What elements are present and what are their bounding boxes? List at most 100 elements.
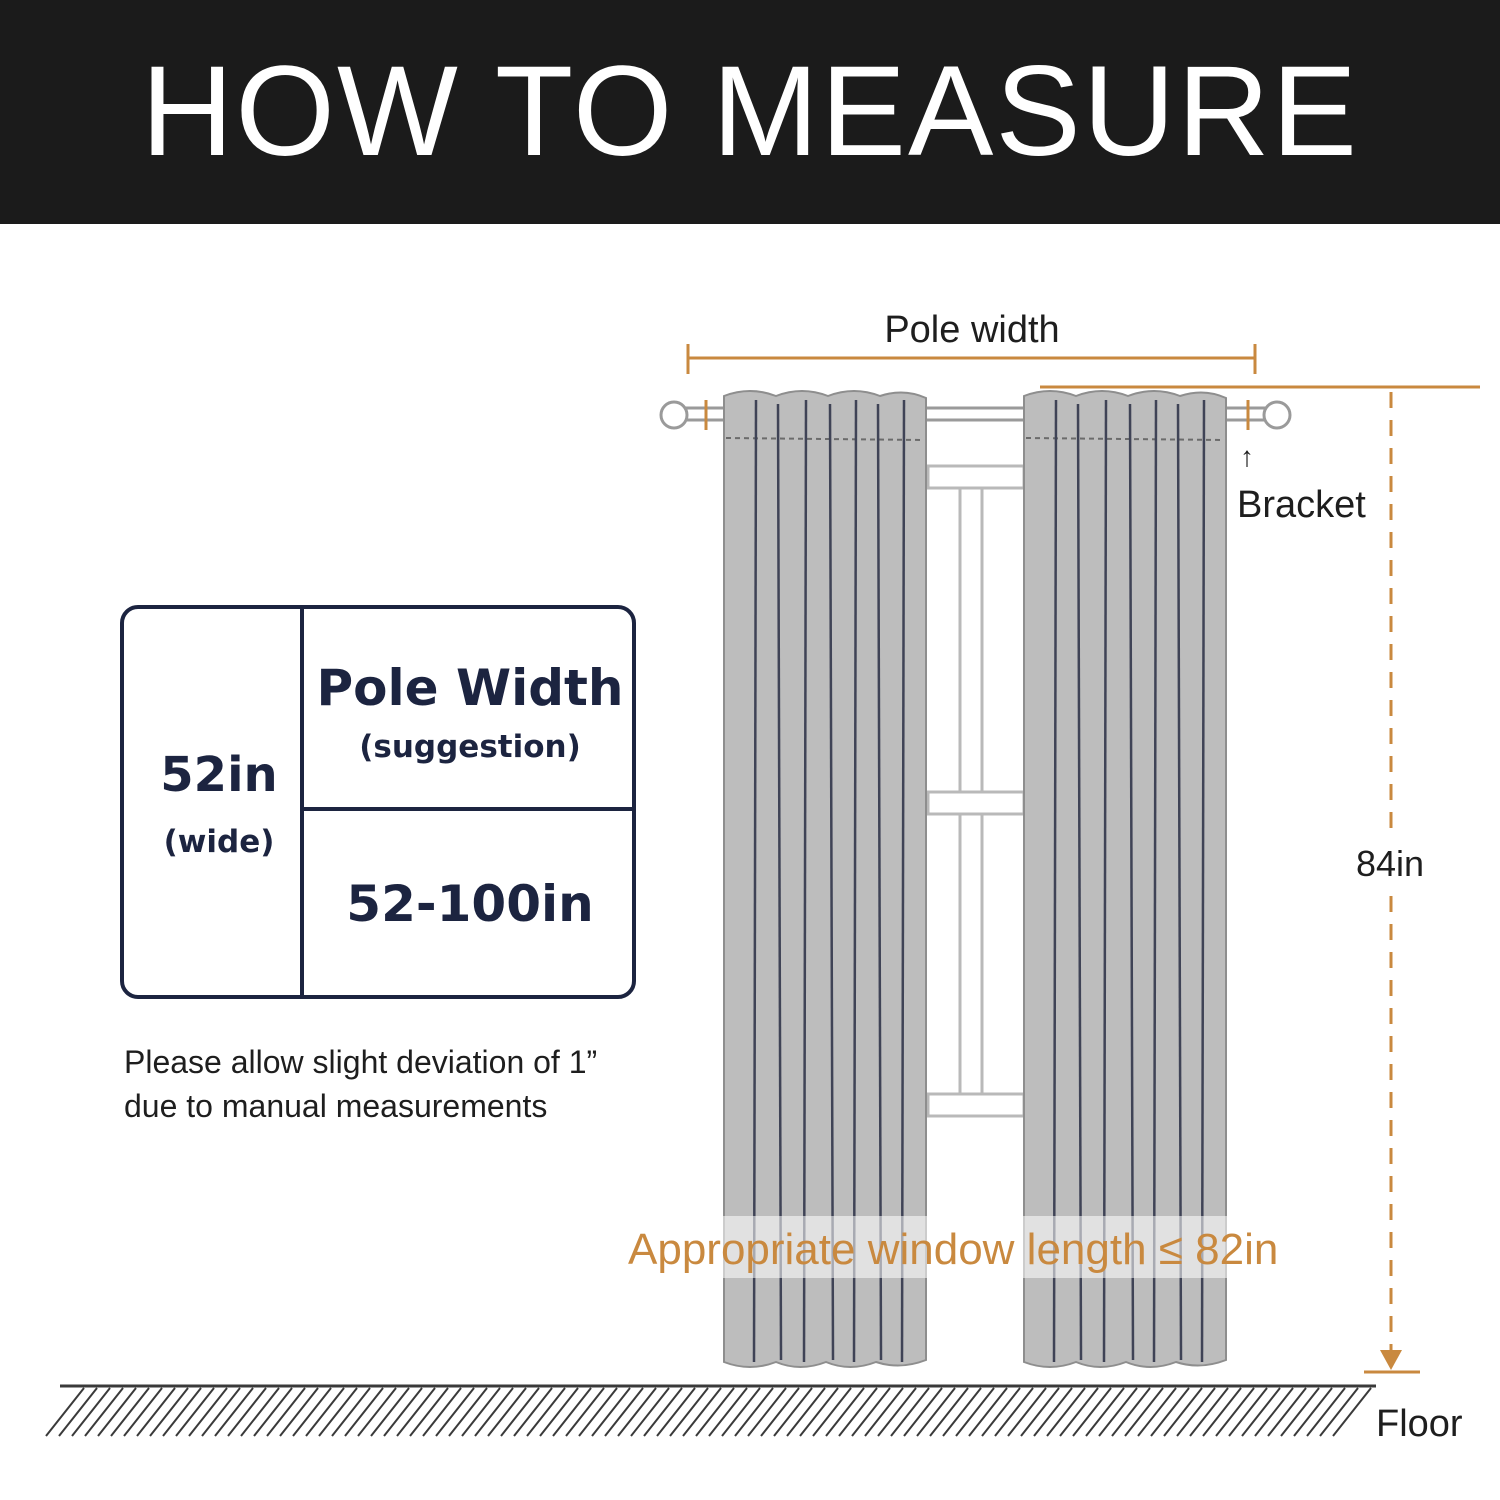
floor-hatch-stroke bbox=[565, 1387, 605, 1437]
floor-hatch-stroke bbox=[422, 1387, 462, 1437]
curtain-width-value: 52in bbox=[160, 747, 278, 803]
header-banner: HOW TO MEASURE bbox=[0, 0, 1500, 224]
floor-hatch-stroke bbox=[1150, 1387, 1190, 1437]
floor-hatch-stroke bbox=[617, 1387, 657, 1437]
floor-hatch-stroke bbox=[1215, 1387, 1255, 1437]
floor-hatch-stroke bbox=[526, 1387, 566, 1437]
floor-hatch-stroke bbox=[1176, 1387, 1216, 1437]
floor-hatch-stroke bbox=[513, 1387, 553, 1437]
floor-hatch-stroke bbox=[630, 1387, 670, 1437]
floor-hatch-stroke bbox=[84, 1387, 124, 1437]
floor-hatch-stroke bbox=[448, 1387, 488, 1437]
floor-hatch-stroke bbox=[1293, 1387, 1333, 1437]
floor-hatch-stroke bbox=[344, 1387, 384, 1437]
floor-hatch-stroke bbox=[214, 1387, 254, 1437]
floor-hatch-stroke bbox=[708, 1387, 748, 1437]
floor-hatch-stroke bbox=[539, 1387, 579, 1437]
floor-hatch-stroke bbox=[604, 1387, 644, 1437]
floor-hatch-stroke bbox=[669, 1387, 709, 1437]
floor-hatch-stroke bbox=[1280, 1387, 1320, 1437]
floor-hatch-stroke bbox=[1267, 1387, 1307, 1437]
floor-hatch-stroke bbox=[97, 1387, 137, 1437]
floor-hatch-stroke bbox=[1163, 1387, 1203, 1437]
floor-hatch-stroke bbox=[396, 1387, 436, 1437]
floor-hatch-stroke bbox=[1306, 1387, 1346, 1437]
floor-hatch-stroke bbox=[760, 1387, 800, 1437]
floor-hatch-stroke bbox=[136, 1387, 176, 1437]
floor-hatch-stroke bbox=[695, 1387, 735, 1437]
floor-hatch-stroke bbox=[487, 1387, 527, 1437]
window-length-label: Appropriate window length ≤ 82in bbox=[628, 1225, 1278, 1274]
spec-divider-horizontal bbox=[300, 807, 632, 811]
floor-hatch-stroke bbox=[71, 1387, 111, 1437]
spec-divider-vertical bbox=[300, 609, 304, 995]
floor-hatch-stroke bbox=[240, 1387, 280, 1437]
floor-hatch-stroke bbox=[1241, 1387, 1281, 1437]
deviation-note-line-2: due to manual measurements bbox=[124, 1088, 548, 1124]
floor-hatch-stroke bbox=[1098, 1387, 1138, 1437]
deviation-note: Please allow slight deviation of 1” due … bbox=[124, 1040, 724, 1128]
floor-hatch-stroke bbox=[188, 1387, 228, 1437]
page-title: HOW TO MEASURE bbox=[140, 40, 1360, 183]
floor-hatch-stroke bbox=[864, 1387, 904, 1437]
floor-hatch-stroke bbox=[773, 1387, 813, 1437]
floor-hatch-stroke bbox=[1228, 1387, 1268, 1437]
floor-hatch-stroke bbox=[45, 1387, 85, 1437]
curtain-width-note: (wide) bbox=[163, 824, 275, 860]
floor-hatch-stroke bbox=[552, 1387, 592, 1437]
floor-hatch-stroke bbox=[578, 1387, 618, 1437]
floor-hatch-stroke bbox=[1254, 1387, 1294, 1437]
floor-hatch-stroke bbox=[1059, 1387, 1099, 1437]
floor-hatching bbox=[45, 1384, 1376, 1437]
spec-table: 52in (wide) Pole Width (suggestion) 52-1… bbox=[120, 605, 636, 999]
deviation-note-line-1: Please allow slight deviation of 1” bbox=[124, 1044, 598, 1080]
length-label: 84in bbox=[1356, 843, 1424, 884]
floor-hatch-stroke bbox=[929, 1387, 969, 1437]
floor-label: Floor bbox=[1376, 1403, 1463, 1445]
floor-hatch-stroke bbox=[851, 1387, 891, 1437]
floor-hatch-stroke bbox=[1033, 1387, 1073, 1437]
bracket-arrow-icon: ↑ bbox=[1240, 441, 1254, 472]
floor-hatch-stroke bbox=[903, 1387, 943, 1437]
floor-hatch-stroke bbox=[721, 1387, 761, 1437]
floor-hatch-stroke bbox=[123, 1387, 163, 1437]
floor-hatch-stroke bbox=[643, 1387, 683, 1437]
floor-hatch-stroke bbox=[1332, 1387, 1372, 1437]
floor-hatch-stroke bbox=[656, 1387, 696, 1437]
rod-finial-left bbox=[659, 400, 689, 430]
floor-hatch-stroke bbox=[968, 1387, 1008, 1437]
floor-hatch-stroke bbox=[812, 1387, 852, 1437]
floor-hatch-stroke bbox=[357, 1387, 397, 1437]
floor-hatch-stroke bbox=[591, 1387, 631, 1437]
floor-hatch-stroke bbox=[1007, 1387, 1047, 1437]
floor-hatch-stroke bbox=[162, 1387, 202, 1437]
floor-hatch-stroke bbox=[201, 1387, 241, 1437]
floor-hatch-stroke bbox=[682, 1387, 722, 1437]
floor-hatch-stroke bbox=[747, 1387, 787, 1437]
floor-hatch-stroke bbox=[734, 1387, 774, 1437]
length-arrow-icon bbox=[1380, 1350, 1402, 1370]
floor-hatch-stroke bbox=[1124, 1387, 1164, 1437]
floor-hatch-stroke bbox=[279, 1387, 319, 1437]
window-frame bbox=[926, 464, 1026, 1118]
floor-hatch-stroke bbox=[383, 1387, 423, 1437]
pole-width-note: (suggestion) bbox=[359, 729, 581, 765]
floor-hatch-stroke bbox=[799, 1387, 839, 1437]
floor-hatch-stroke bbox=[994, 1387, 1034, 1437]
floor-hatch-stroke bbox=[877, 1387, 917, 1437]
floor-hatch-stroke bbox=[305, 1387, 345, 1437]
window-length-band bbox=[626, 1216, 1338, 1278]
bracket-label: Bracket bbox=[1237, 484, 1366, 526]
floor-hatch-stroke bbox=[292, 1387, 332, 1437]
floor-hatch-stroke bbox=[110, 1387, 150, 1437]
floor-hatch-stroke bbox=[370, 1387, 410, 1437]
floor-hatch-stroke bbox=[175, 1387, 215, 1437]
floor-hatch-stroke bbox=[955, 1387, 995, 1437]
floor-hatch-stroke bbox=[838, 1387, 878, 1437]
floor-hatch-stroke bbox=[1020, 1387, 1060, 1437]
floor-hatch-stroke bbox=[825, 1387, 865, 1437]
floor-hatch-stroke bbox=[331, 1387, 371, 1437]
floor-hatch-stroke bbox=[435, 1387, 475, 1437]
rod-finial-right bbox=[1262, 400, 1292, 430]
